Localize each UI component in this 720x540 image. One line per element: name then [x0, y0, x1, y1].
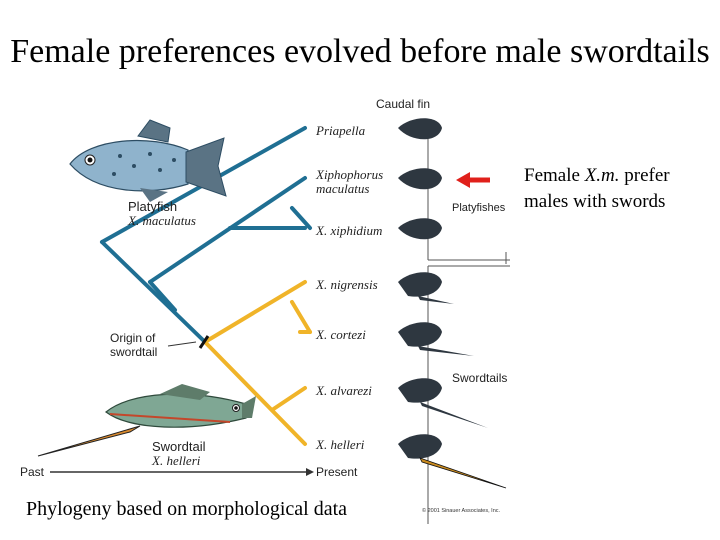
figure-caption: Phylogeny based on morphological data	[26, 498, 348, 520]
fin-maculatus	[398, 168, 442, 190]
branch-cortezi	[290, 300, 312, 334]
branch-platy-node	[148, 280, 177, 312]
fin-alvarezi	[398, 378, 488, 428]
time-past-label: Past	[20, 465, 45, 479]
note-suffix: prefer	[619, 165, 670, 186]
species-label-priapella: Priapella	[316, 123, 366, 138]
preference-note-line2: males with swords	[524, 191, 666, 212]
swordtail-illustration	[37, 384, 256, 457]
time-present-label: Present	[316, 465, 358, 479]
species-label-nigrensis: X. nigrensis	[316, 277, 378, 292]
origin-marker	[198, 335, 210, 349]
origin-label-line2: swordtail	[110, 345, 158, 359]
species-label-xiphidium: X. xiphidium	[316, 223, 383, 238]
fin-nigrensis	[398, 272, 454, 304]
origin-leader	[167, 341, 197, 347]
platyfish-species: X. maculatus	[128, 213, 196, 228]
branch-xiphidium-fork	[290, 206, 312, 230]
caudal-fins	[398, 118, 507, 489]
fin-xiphidium	[398, 218, 442, 240]
swordtail-species: X. helleri	[152, 453, 201, 468]
phylogeny-figure: Caudal fin Priapella Xiphophorus maculat…	[10, 92, 530, 524]
preference-arrow-head	[456, 172, 470, 188]
species-label-maculatus-1: Xiphophorus	[316, 167, 384, 182]
fin-helleri	[398, 434, 507, 489]
origin-label-line1: Origin of	[110, 331, 156, 345]
branch-alvarezi	[270, 386, 307, 412]
slide-title-container: Female preferences evolved before male s…	[0, 14, 720, 96]
group-label-swordtails: Swordtails	[452, 371, 508, 385]
branch-nigrensis	[203, 280, 307, 344]
branch-helleri	[203, 340, 307, 446]
note-species: X.m.	[584, 165, 620, 186]
group-label-platyfishes: Platyfishes	[452, 202, 506, 214]
preference-note: Female X.m. prefer males with swords	[524, 163, 670, 215]
branch-root-lower	[100, 240, 207, 344]
fin-cortezi	[398, 322, 474, 356]
species-label-cortezi: X. cortezi	[316, 327, 366, 342]
swordtail-branches	[203, 280, 312, 446]
time-axis-arrowhead	[306, 468, 314, 476]
slide-title: Female preferences evolved before male s…	[10, 33, 710, 70]
preference-note-line1: Female X.m. prefer	[524, 163, 670, 189]
swordtail-name: Swordtail	[152, 439, 206, 454]
species-label-maculatus-2: maculatus	[316, 181, 370, 196]
phylogeny-tree	[37, 118, 510, 524]
species-label-alvarezi: X. alvarezi	[316, 383, 372, 398]
fin-priapella	[398, 118, 442, 140]
platyfish-name: Platyfish	[128, 199, 178, 214]
species-label-helleri: X. helleri	[316, 437, 365, 452]
copyright-notice: © 2001 Sinauer Associates, Inc.	[422, 508, 501, 514]
platyfish-illustration	[69, 119, 227, 202]
branch-maculatus-stem	[148, 176, 307, 284]
note-prefix: Female	[524, 165, 585, 186]
caudal-fin-header: Caudal fin	[376, 97, 431, 111]
